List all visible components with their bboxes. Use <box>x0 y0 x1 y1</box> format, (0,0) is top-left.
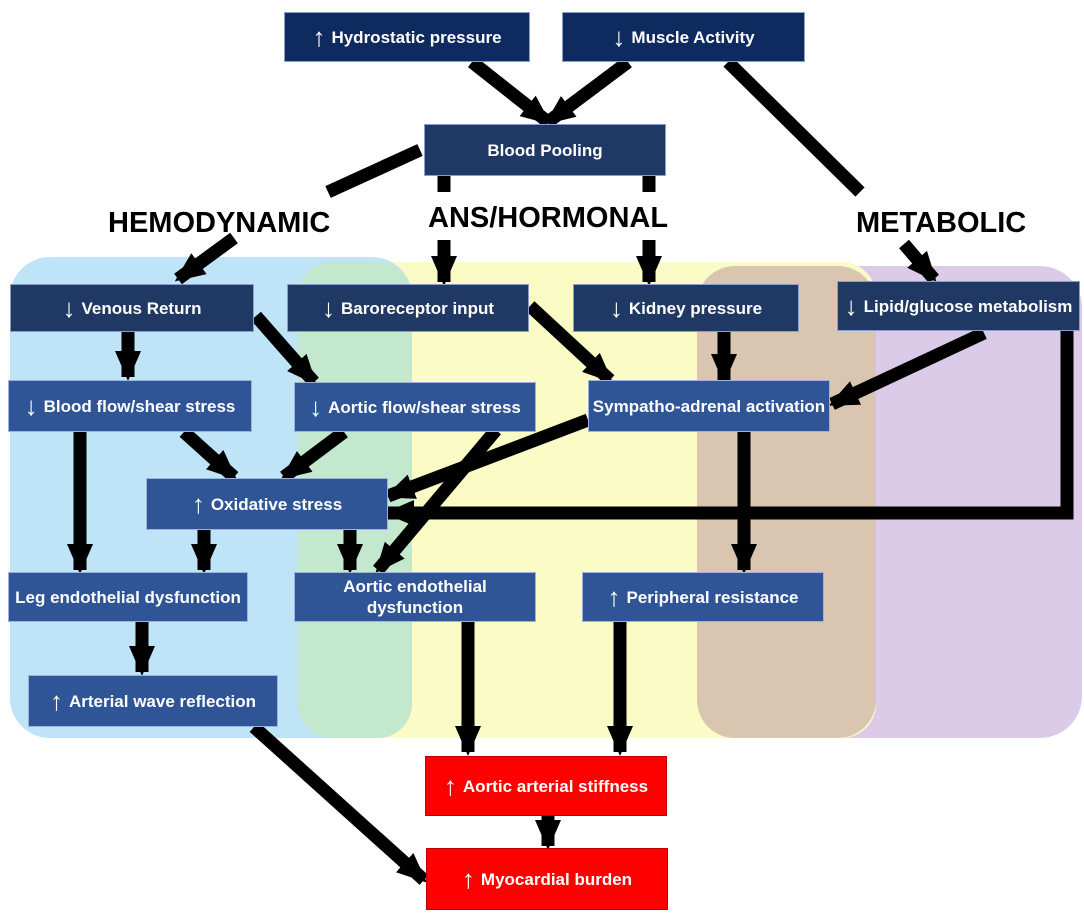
node-label: Blood flow/shear stress <box>43 396 236 416</box>
arrow-wave-to-myocardial <box>249 722 429 885</box>
node-muscle-activity: ↓Muscle Activity <box>562 12 805 62</box>
node-label: Muscle Activity <box>631 27 755 47</box>
node-baroreceptor-input: ↓Baroreceptor input <box>287 284 529 332</box>
node-aortic-endothelial: Aortic endothelial dysfunction <box>294 572 536 622</box>
node-myocardial-burden: ↑Myocardial burden <box>426 848 668 910</box>
node-label: Arterial wave reflection <box>68 691 257 711</box>
arrow-down-icon: ↓ <box>844 290 858 321</box>
arrow-up-icon: ↑ <box>312 21 326 52</box>
arrow-down-icon: ↓ <box>612 21 626 52</box>
node-label: Aortic arterial stiffness <box>462 776 649 796</box>
arrow-muscle-to-pooling <box>544 56 632 128</box>
node-label: Leg endothelial dysfunction <box>15 587 241 607</box>
arrow-pooling-to-hemodynamic <box>325 144 423 198</box>
arrow-up-icon: ↑ <box>607 581 621 612</box>
arrow-hydrostatic-to-pooling <box>467 56 553 128</box>
node-label: Myocardial burden <box>480 869 633 889</box>
header-ans-hormonal: ANS/HORMONAL <box>428 202 669 234</box>
arrow-down-icon: ↓ <box>609 292 623 323</box>
node-venous-return: ↓Venous Return <box>10 284 254 332</box>
node-label: Blood Pooling <box>487 140 603 160</box>
node-label: Kidney pressure <box>628 298 763 318</box>
arrow-down-icon: ↓ <box>24 390 38 421</box>
arrow-muscle-to-metabolic <box>723 57 865 197</box>
header-metabolic: METABOLIC <box>856 207 1027 239</box>
node-label: Peripheral resistance <box>626 587 799 607</box>
node-arterial-wave: ↑Arterial wave reflection <box>28 675 278 727</box>
arrow-baro-to-sympatho <box>525 301 615 385</box>
arrow-hemo-to-venous <box>174 232 238 285</box>
arrow-bloodflow-to-oxidative <box>179 427 239 482</box>
node-aortic-stiffness: ↑Aortic arterial stiffness <box>425 756 667 816</box>
node-label: Lipid/glucose metabolism <box>863 296 1073 316</box>
arrow-down-icon: ↓ <box>309 391 323 422</box>
node-kidney-pressure: ↓Kidney pressure <box>573 284 799 332</box>
arrow-up-icon: ↑ <box>443 770 457 801</box>
node-label: Sympatho-adrenal activation <box>592 396 826 416</box>
node-oxidative-stress: ↑Oxidative stress <box>146 478 388 530</box>
node-label: Aortic endothelial dysfunction <box>343 577 487 617</box>
arrow-sympatho-to-oxidative <box>384 413 591 503</box>
arrow-venous-to-aorticflow <box>251 311 319 387</box>
arrow-lipid-to-oxidative <box>384 330 1074 526</box>
arrow-metabolic-to-lipid <box>899 239 939 284</box>
arrow-up-icon: ↑ <box>49 685 63 716</box>
node-aortic-flow-shear: ↓Aortic flow/shear stress <box>294 382 536 432</box>
arrow-up-icon: ↑ <box>461 863 475 894</box>
arrow-up-icon: ↑ <box>191 488 205 519</box>
node-lipid-glucose: ↓Lipid/glucose metabolism <box>837 281 1080 331</box>
node-label: Aortic flow/shear stress <box>328 397 521 417</box>
arrow-aorticflow-to-oxidative <box>280 426 348 483</box>
arrow-down-icon: ↓ <box>62 292 76 323</box>
node-sympatho-adrenal: Sympatho-adrenal activation <box>588 380 830 432</box>
arrow-down-icon: ↓ <box>321 292 335 323</box>
node-leg-endothelial: Leg endothelial dysfunction <box>8 572 248 622</box>
connectors <box>67 56 1074 885</box>
header-hemodynamic: HEMODYNAMIC <box>108 207 331 239</box>
node-peripheral-resistance: ↑Peripheral resistance <box>582 572 824 622</box>
node-blood-pooling: Blood Pooling <box>424 124 666 176</box>
arrow-lipid-to-sympatho <box>828 327 987 410</box>
node-label: Baroreceptor input <box>340 298 495 318</box>
node-label: Venous Return <box>81 298 202 318</box>
node-label: Oxidative stress <box>210 494 343 514</box>
node-blood-flow-shear: ↓Blood flow/shear stress <box>8 380 252 432</box>
node-hydrostatic-pressure: ↑Hydrostatic pressure <box>284 12 530 62</box>
node-label: Hydrostatic pressure <box>331 27 502 47</box>
arrow-aorticflow-to-aorticendo <box>373 425 501 575</box>
